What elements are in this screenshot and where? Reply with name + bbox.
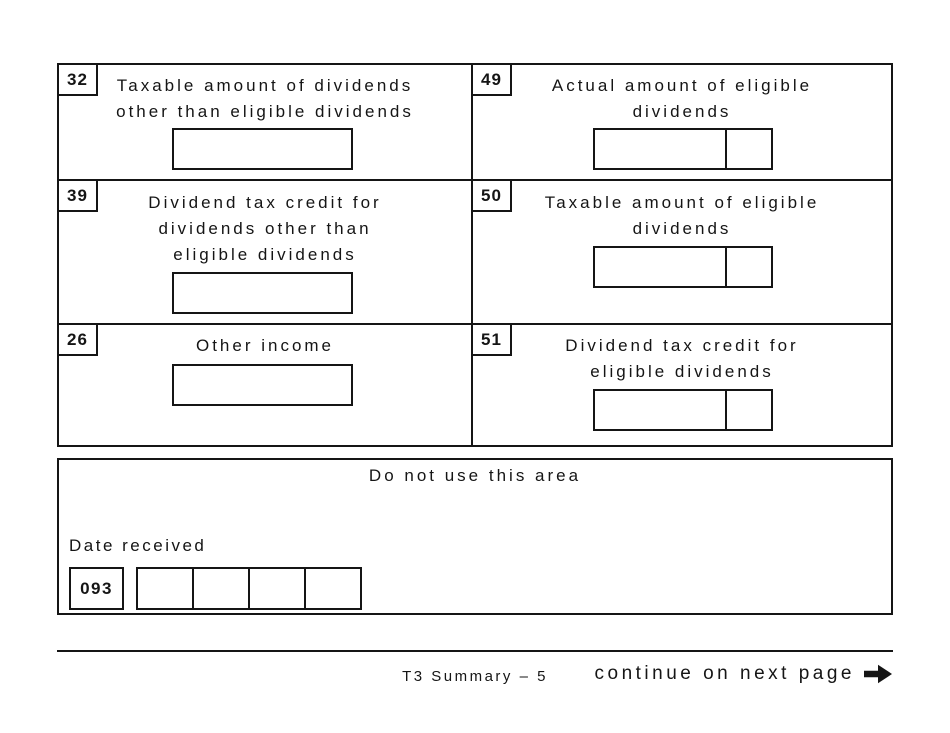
date-cell[interactable]	[248, 569, 304, 608]
office-area-title: Do not use this area	[368, 466, 582, 485]
field-label-50: Taxable amount of eligible dividends	[544, 193, 820, 238]
field-label-26: Other income	[195, 336, 335, 355]
box-number: 26	[67, 329, 88, 349]
dividend-fields-grid: 32 Taxable amount of dividends other tha…	[57, 63, 893, 447]
field-cell-39: 39 Dividend tax credit for dividends oth…	[59, 181, 473, 325]
date-received-label: Date received	[69, 536, 207, 555]
footer-divider	[57, 650, 893, 652]
cents-compartment[interactable]	[725, 391, 771, 429]
box-number-tag-32: 32	[59, 65, 98, 96]
field-cell-49: 49 Actual amount of eligible dividends	[473, 65, 891, 181]
field-label-51: Dividend tax credit for eligible dividen…	[565, 336, 799, 381]
field-cell-51: 51 Dividend tax credit for eligible divi…	[473, 325, 891, 445]
box-number: 51	[481, 329, 502, 349]
cents-compartment[interactable]	[725, 248, 771, 286]
date-cell[interactable]	[304, 569, 360, 608]
date-cell[interactable]	[192, 569, 248, 608]
page-number-label: T3 Summary – 5	[402, 668, 548, 685]
field-cell-26: 26 Other income	[59, 325, 473, 445]
field-cell-32: 32 Taxable amount of dividends other tha…	[59, 65, 473, 181]
right-arrow-icon	[864, 664, 892, 684]
amount-field-26[interactable]	[172, 364, 353, 406]
date-received-field	[136, 567, 362, 610]
office-use-area: Do not use this area Date received 093	[57, 458, 893, 615]
box-number-tag-093: 093	[69, 567, 124, 610]
box-number-tag-49: 49	[473, 65, 512, 96]
box-number: 39	[67, 185, 88, 205]
amount-field-39[interactable]	[172, 272, 353, 314]
amount-field-49[interactable]	[593, 128, 773, 170]
continue-label: continue on next page	[594, 663, 855, 684]
box-number: 32	[67, 69, 88, 89]
field-label-32: Taxable amount of dividends other than e…	[116, 76, 414, 121]
box-number-tag-26: 26	[59, 325, 98, 356]
box-number-tag-51: 51	[473, 325, 512, 356]
box-number-tag-50: 50	[473, 181, 512, 212]
box-number-tag-39: 39	[59, 181, 98, 212]
box-number: 50	[481, 185, 502, 205]
amount-field-51[interactable]	[593, 389, 773, 431]
box-number: 49	[481, 69, 502, 89]
amount-field-50[interactable]	[593, 246, 773, 288]
field-label-49: Actual amount of eligible dividends	[551, 76, 813, 121]
amount-field-32[interactable]	[172, 128, 353, 170]
cents-compartment[interactable]	[725, 130, 771, 168]
date-cell[interactable]	[138, 569, 192, 608]
field-cell-50: 50 Taxable amount of eligible dividends	[473, 181, 891, 325]
continue-note: continue on next page	[594, 663, 892, 685]
field-label-39: Dividend tax credit for dividends other …	[148, 193, 382, 264]
box-number: 093	[80, 578, 113, 598]
